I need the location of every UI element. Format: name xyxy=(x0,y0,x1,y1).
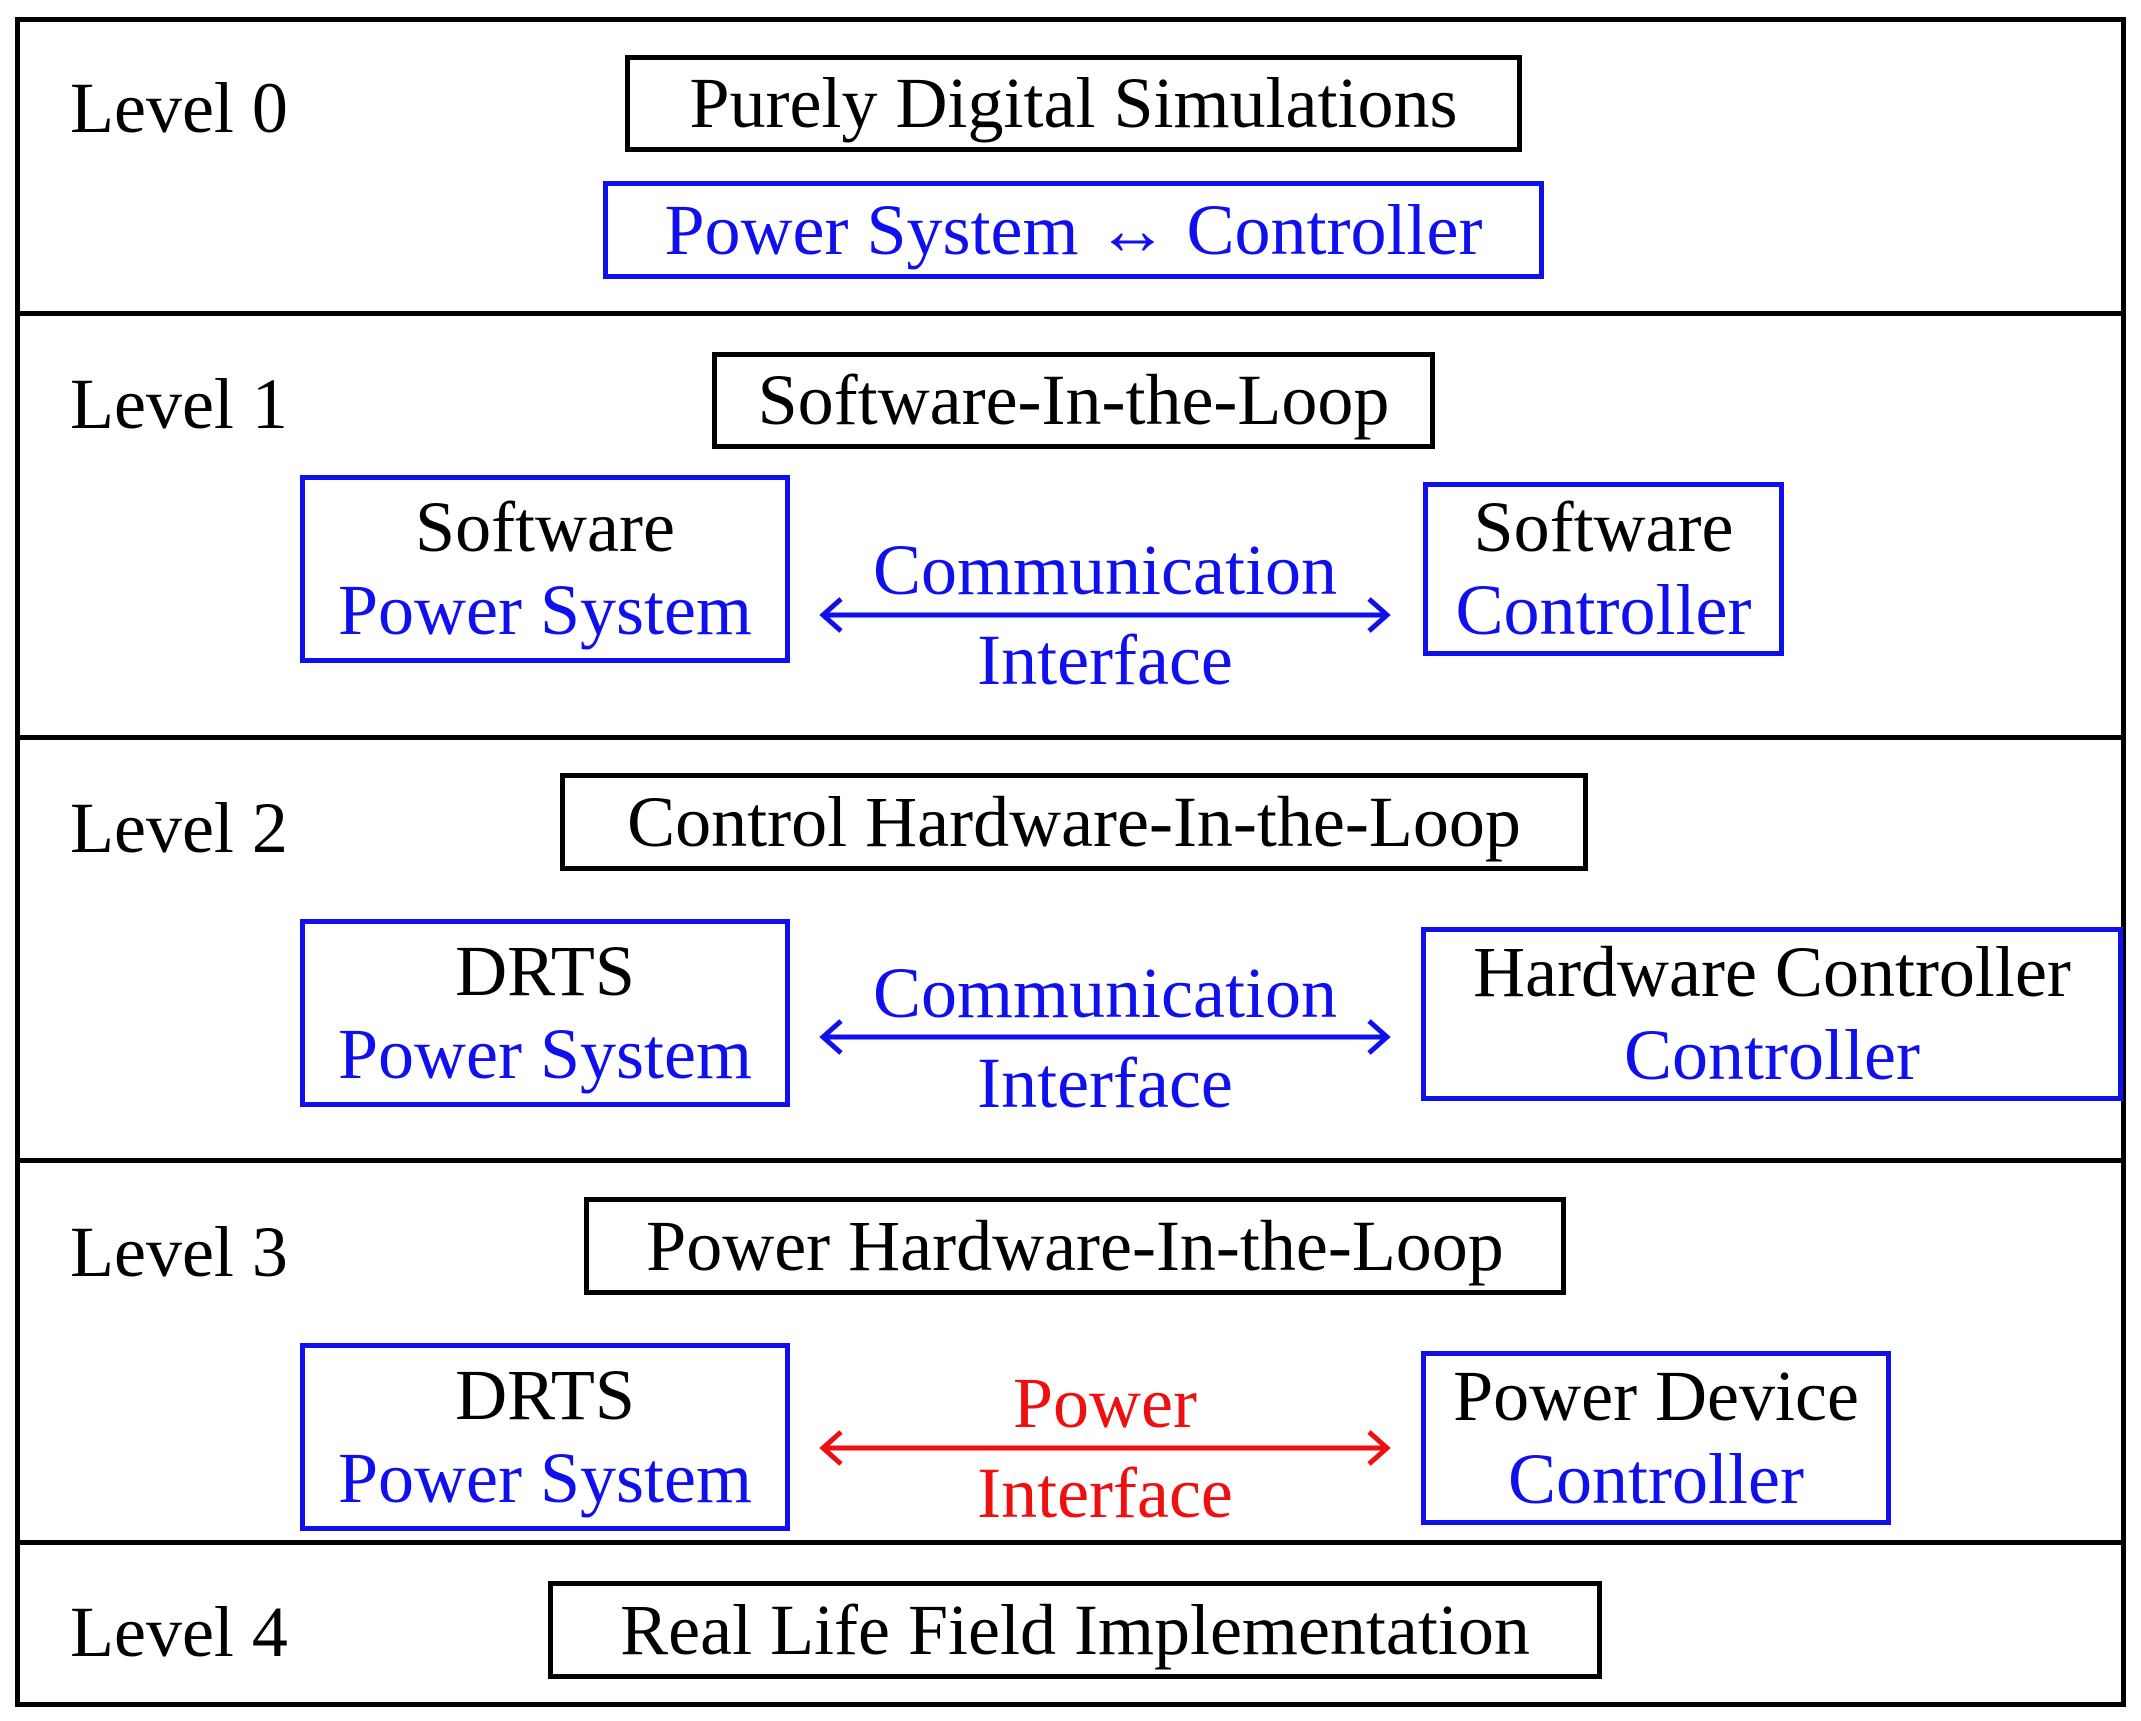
level-2-right-top: Hardware Controller xyxy=(1473,932,2071,1013)
level-1-left-bottom: Power System xyxy=(338,570,752,650)
level-3-title-box: Power Hardware-In-the-Loop xyxy=(584,1197,1566,1295)
level-3-left-bottom: Power System xyxy=(338,1438,752,1518)
level-1-controller-box: Software Controller xyxy=(1423,482,1784,656)
level-4-label: Level 4 xyxy=(70,1592,288,1672)
level-3-label: Level 3 xyxy=(70,1212,288,1292)
level-1-title: Software-In-the-Loop xyxy=(757,360,1390,441)
level-divider xyxy=(15,1540,2126,1545)
level-2-right-bottom: Controller xyxy=(1624,1015,1920,1095)
level-3-interface-line2: Interface xyxy=(977,1453,1233,1533)
level-0-subtitle: Power System ↔ Controller xyxy=(664,189,1483,270)
level-1-right-top: Software xyxy=(1473,487,1734,568)
level-3-interface-line1: Power xyxy=(1013,1363,1197,1443)
level-1-power-system-box: Software Power System xyxy=(300,475,790,663)
level-1-interface-line2: Interface xyxy=(977,620,1233,700)
level-2-title-box: Control Hardware-In-the-Loop xyxy=(560,773,1588,871)
level-divider xyxy=(15,1158,2126,1163)
level-divider xyxy=(15,311,2126,316)
level-3-power-arrow xyxy=(819,1430,1391,1466)
level-0-title: Purely Digital Simulations xyxy=(689,63,1458,144)
level-3-title: Power Hardware-In-the-Loop xyxy=(646,1205,1504,1286)
level-2-title: Control Hardware-In-the-Loop xyxy=(627,781,1521,862)
level-divider xyxy=(15,735,2126,740)
level-2-controller-box: Hardware Controller Controller xyxy=(1421,927,2123,1101)
level-4-title: Real Life Field Implementation xyxy=(620,1589,1530,1670)
level-0-title-box: Purely Digital Simulations xyxy=(625,55,1522,152)
level-3-right-bottom: Controller xyxy=(1508,1439,1804,1519)
level-2-interface-line2: Interface xyxy=(977,1043,1233,1123)
level-1-left-top: Software xyxy=(415,487,675,568)
level-2-interface-line1: Communication xyxy=(873,953,1337,1033)
level-3-right-top: Power Device xyxy=(1453,1356,1859,1437)
level-1-label: Level 1 xyxy=(70,364,288,444)
level-4-title-box: Real Life Field Implementation xyxy=(548,1581,1602,1679)
level-2-bidirectional-arrow xyxy=(819,1019,1391,1055)
level-3-power-system-box: DRTS Power System xyxy=(300,1343,790,1531)
level-3-left-top: DRTS xyxy=(455,1355,635,1436)
level-2-left-top: DRTS xyxy=(455,931,635,1012)
level-1-bidirectional-arrow xyxy=(819,597,1391,633)
level-0-subtitle-box: Power System ↔ Controller xyxy=(603,181,1544,279)
level-1-title-box: Software-In-the-Loop xyxy=(712,352,1435,449)
level-2-label: Level 2 xyxy=(70,788,288,868)
level-1-interface-line1: Communication xyxy=(873,530,1337,610)
level-2-power-system-box: DRTS Power System xyxy=(300,919,790,1107)
diagram-frame xyxy=(15,17,2126,1707)
level-0-label: Level 0 xyxy=(70,68,288,148)
level-1-right-bottom: Controller xyxy=(1455,570,1752,650)
level-3-controller-box: Power Device Controller xyxy=(1421,1351,1891,1525)
level-2-left-bottom: Power System xyxy=(338,1014,752,1094)
